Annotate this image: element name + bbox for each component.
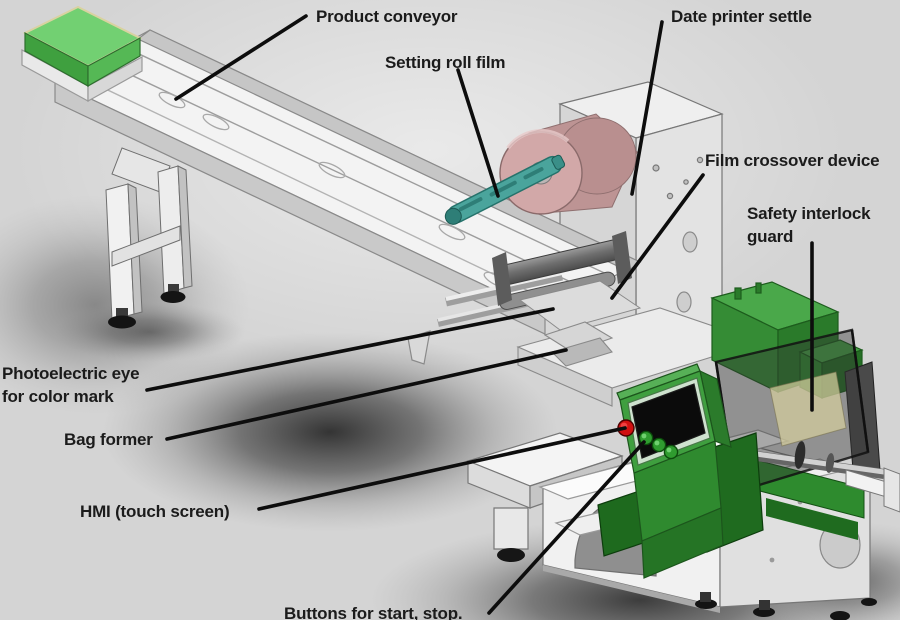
label-buttons: Buttons for start, stop. — [284, 604, 463, 620]
discharge-conveyor — [845, 467, 900, 513]
label-product-conveyor: Product conveyor — [316, 7, 458, 26]
label-photoelectric-eye: Photoelectric eye for color mark — [2, 362, 140, 408]
leader-setting-roll-film — [456, 68, 500, 198]
leader-bag-former — [165, 348, 568, 441]
label-hmi: HMI (touch screen) — [80, 502, 230, 521]
label-setting-roll-film: Setting roll film — [385, 53, 506, 72]
label-safety-guard-line2: guard — [747, 227, 794, 246]
label-photoelectric-line1: Photoelectric eye — [2, 364, 140, 383]
leader-film-crossover — [610, 173, 705, 300]
leader-photoelectric-eye — [145, 307, 555, 392]
hmi-console — [597, 363, 764, 579]
film-crossover-rollers — [437, 231, 642, 331]
label-safety-guard: Safety interlock guard — [747, 202, 871, 248]
leader-product-conveyor — [174, 14, 308, 101]
leader-lines — [145, 14, 814, 615]
film-roll — [499, 113, 638, 215]
infeed-conveyor — [53, 29, 642, 365]
safety-interlock-guard — [714, 328, 885, 540]
label-safety-guard-line1: Safety interlock — [747, 204, 871, 223]
bag-former-assembly — [516, 307, 762, 407]
leader-buttons — [487, 440, 646, 615]
conveyor-support-legs — [105, 147, 193, 329]
leader-hmi — [257, 426, 627, 511]
leader-date-printer — [630, 20, 664, 196]
label-film-crossover: Film crossover device — [705, 151, 880, 170]
product-box — [21, 5, 143, 103]
label-photoelectric-line2: for color mark — [2, 387, 114, 406]
label-bag-former: Bag former — [64, 430, 153, 449]
label-date-printer: Date printer settle — [671, 7, 812, 26]
film-roll-shaft — [444, 154, 566, 225]
